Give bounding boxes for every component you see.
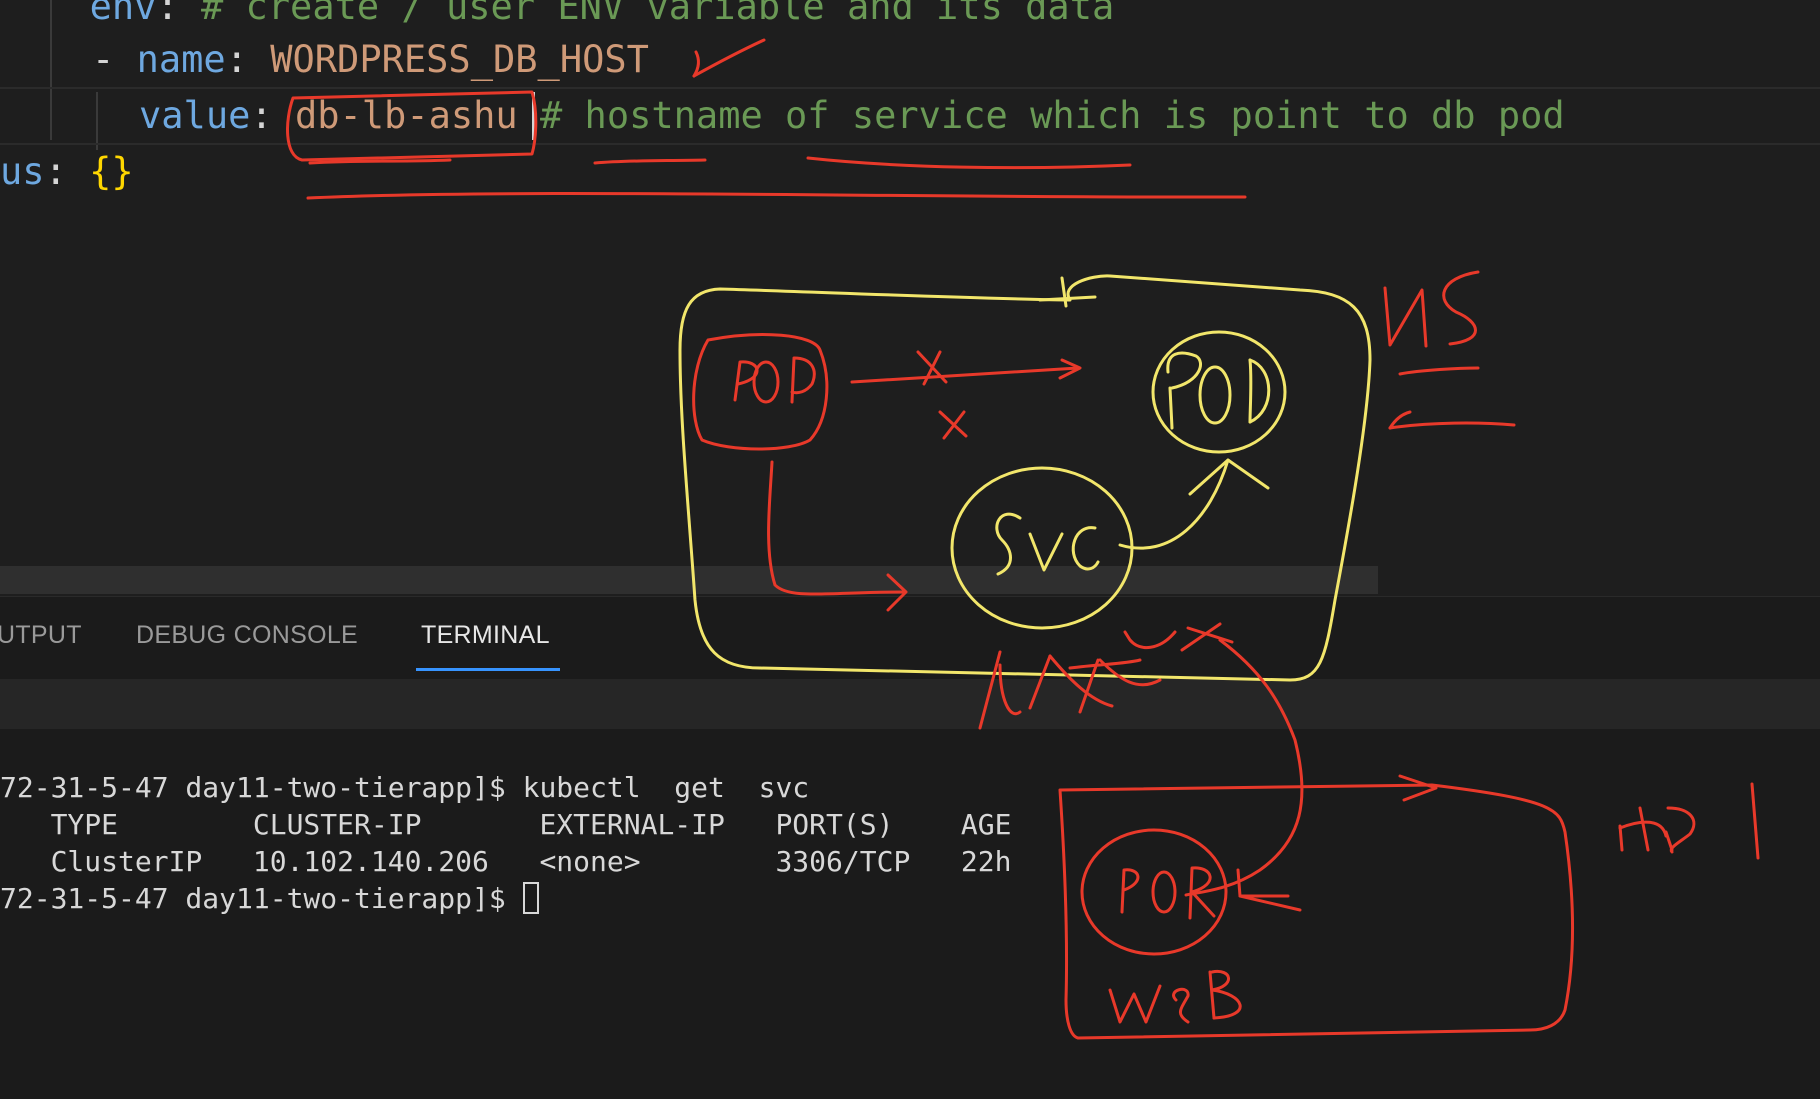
code-line-status[interactable]: us: {} [0,150,134,193]
tab-debug-console[interactable]: DEBUG CONSOLE [136,621,359,649]
tab-terminal[interactable]: TERMINAL [421,621,550,649]
horizontal-scrollbar[interactable] [0,566,1378,594]
terminal-toolbar [0,679,1820,729]
terminal-prompt-line: 72-31-5-47 day11-two-tierapp]$ [0,880,539,918]
code-editor[interactable]: env: # create / user ENV variable and it… [0,0,1820,596]
indent-guide [96,92,98,150]
code-line-env[interactable]: env: # create / user ENV variable and it… [89,0,1115,28]
code-line-value[interactable]: value: db-lb-ashu # hostname of service … [139,94,1565,137]
bottom-panel: UTPUT DEBUG CONSOLE TERMINAL 72-31-5-47 … [0,596,1820,1099]
indent-guide [50,0,52,140]
active-tab-indicator [416,668,560,671]
tab-output[interactable]: UTPUT [0,621,82,649]
terminal-line: 72-31-5-47 day11-two-tierapp]$ kubectl g… [0,771,810,804]
text-cursor [532,92,535,140]
terminal-line: TYPE CLUSTER-IP EXTERNAL-IP PORT(S) AGE [0,808,1012,841]
terminal-line: ClusterIP 10.102.140.206 <none> 3306/TCP… [0,845,1012,878]
code-line-name[interactable]: - name: WORDPRESS_DB_HOST [92,38,649,81]
current-line-highlight [0,87,1820,145]
terminal-cursor [522,882,539,914]
terminal-prompt: 72-31-5-47 day11-two-tierapp]$ [0,882,523,915]
